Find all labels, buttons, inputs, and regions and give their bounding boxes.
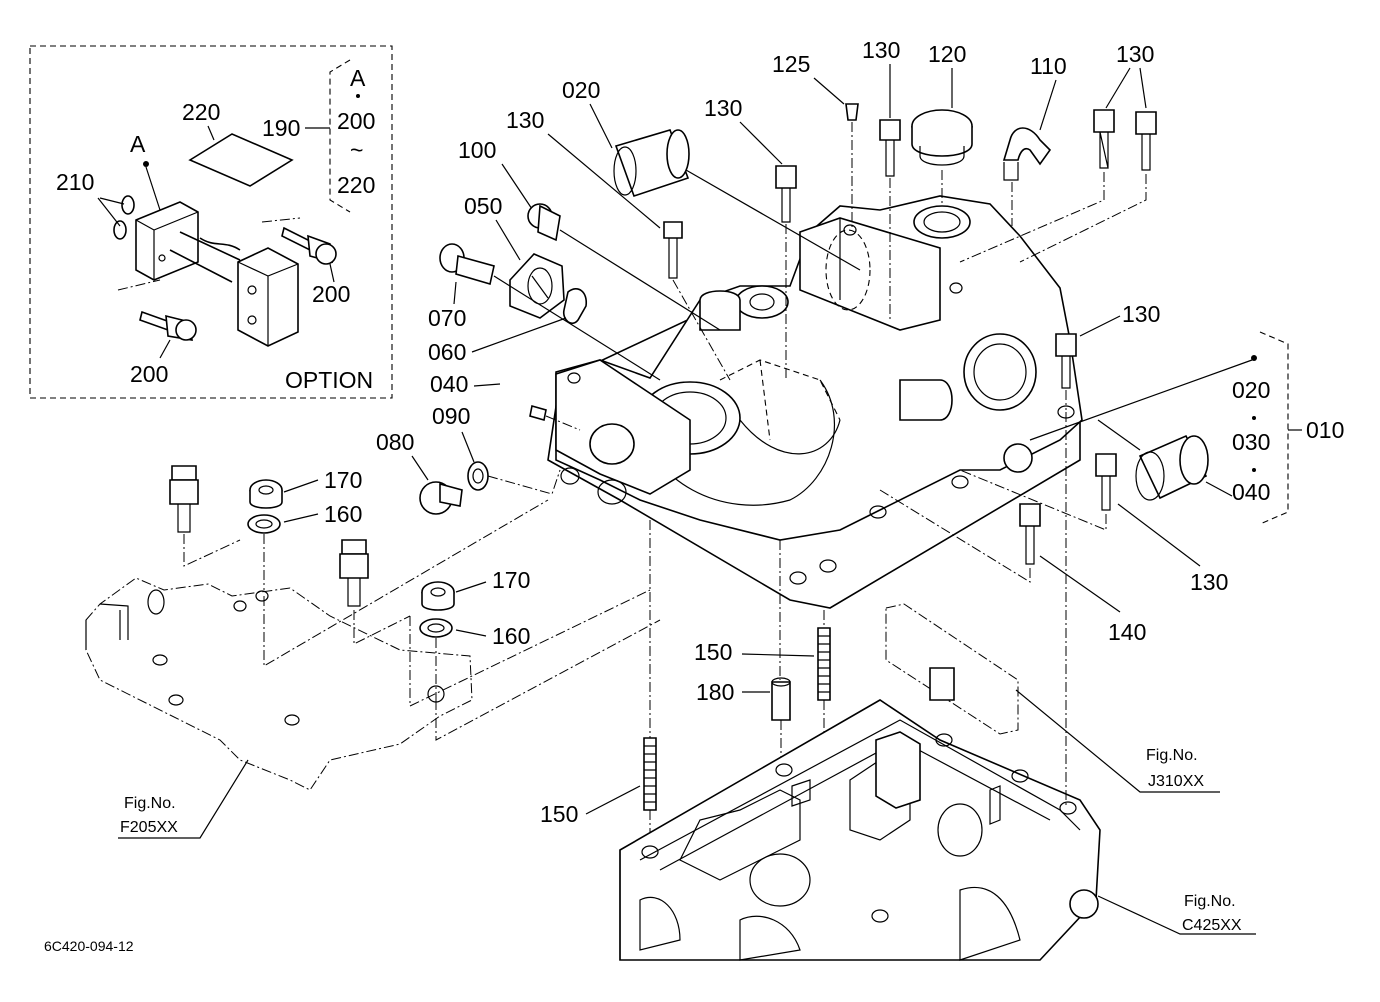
label-150-upper: 150 bbox=[694, 639, 732, 665]
label-150-lower: 150 bbox=[540, 801, 578, 827]
kit-030: 030 bbox=[1232, 429, 1270, 455]
lift-housing bbox=[547, 195, 1083, 609]
option-title: OPTION bbox=[285, 367, 373, 393]
part-040: 040 bbox=[430, 371, 581, 431]
label-140: 140 bbox=[1108, 619, 1146, 645]
label-130-f: 130 bbox=[1190, 569, 1228, 595]
part-100: 100 bbox=[458, 137, 721, 331]
label-130-e: 130 bbox=[1122, 301, 1160, 327]
label-070: 070 bbox=[428, 305, 466, 331]
label-060: 060 bbox=[428, 339, 466, 365]
label-220: 220 bbox=[182, 99, 220, 125]
part-130-e: 130 bbox=[1055, 301, 1160, 410]
part-125: 125 bbox=[772, 51, 859, 230]
option-range-200: 200 bbox=[337, 108, 375, 134]
label-180: 180 bbox=[696, 679, 734, 705]
part-110: 110 bbox=[1002, 53, 1067, 226]
label-050: 050 bbox=[464, 193, 502, 219]
option-a-mark: A bbox=[130, 131, 146, 157]
part-130-d: 130 bbox=[959, 41, 1157, 263]
label-130-c: 130 bbox=[862, 37, 900, 63]
part-170-160-right: 170 160 bbox=[419, 567, 530, 700]
label-200a: 200 bbox=[312, 281, 350, 307]
ref-fig-c425: Fig.No. bbox=[1184, 893, 1236, 910]
ref-f205: F205XX bbox=[120, 819, 178, 836]
ref-c425: C425XX bbox=[1182, 917, 1242, 934]
part-050: 050 bbox=[464, 193, 588, 325]
label-090: 090 bbox=[432, 403, 470, 429]
ref-j310: J310XX bbox=[1148, 773, 1204, 790]
label-190: 190 bbox=[262, 115, 300, 141]
kit-020: 020 bbox=[1232, 377, 1270, 403]
part-010: 020 030 040 010 bbox=[1029, 331, 1344, 525]
label-130-b: 130 bbox=[704, 95, 742, 121]
label-010: 010 bbox=[1306, 417, 1344, 443]
ref-fig-j310: Fig.No. bbox=[1146, 747, 1198, 764]
transmission-case: Fig.No. C425XX bbox=[619, 412, 1256, 961]
label-210: 210 bbox=[56, 169, 94, 195]
label-170-left: 170 bbox=[324, 467, 362, 493]
label-200b: 200 bbox=[130, 361, 168, 387]
option-range-220: 220 bbox=[337, 172, 375, 198]
label-130-d: 130 bbox=[1116, 41, 1154, 67]
label-110: 110 bbox=[1030, 53, 1067, 79]
label-160-right: 160 bbox=[492, 623, 530, 649]
label-100: 100 bbox=[458, 137, 496, 163]
part-130-c: 130 bbox=[862, 37, 901, 320]
label-120: 120 bbox=[928, 41, 966, 67]
part-130-f: 130 bbox=[959, 453, 1228, 595]
left-bolts bbox=[169, 465, 411, 645]
plate-j310: Fig.No. J310XX bbox=[885, 603, 1220, 793]
label-040: 040 bbox=[430, 371, 468, 397]
part-130-left: 130 bbox=[506, 107, 731, 381]
label-130-left: 130 bbox=[506, 107, 544, 133]
cover-plate: Fig.No. F205XX bbox=[85, 499, 661, 839]
part-080: 080 bbox=[376, 429, 463, 515]
part-130-b: 130 bbox=[704, 95, 797, 380]
part-120: 120 bbox=[911, 41, 973, 206]
kit-040: 040 bbox=[1232, 479, 1270, 505]
label-170-right: 170 bbox=[492, 567, 530, 593]
label-020-top: 020 bbox=[562, 77, 600, 103]
diagram-code: 6C420-094-12 bbox=[44, 938, 134, 954]
ref-fig-f205: Fig.No. bbox=[124, 795, 176, 812]
part-140: 140 bbox=[879, 489, 1146, 645]
label-080: 080 bbox=[376, 429, 414, 455]
part-060: 060 bbox=[428, 317, 567, 365]
option-range-a: A bbox=[350, 65, 366, 91]
part-090: 090 bbox=[432, 403, 561, 495]
option-box: OPTION A 200 ~ 220 190 220 A 210 bbox=[29, 45, 393, 399]
label-160-left: 160 bbox=[324, 501, 362, 527]
part-170-160-left: 170 160 bbox=[247, 467, 362, 590]
part-020-top: 020 bbox=[562, 77, 861, 271]
label-125: 125 bbox=[772, 51, 810, 77]
part-070: 070 bbox=[428, 243, 661, 381]
option-range-tilde: ~ bbox=[350, 137, 363, 163]
